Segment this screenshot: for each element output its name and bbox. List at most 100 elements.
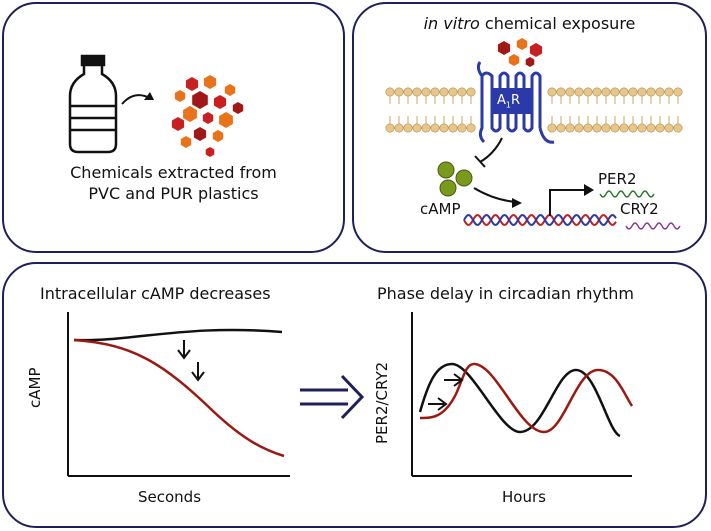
plastic-bottle-icon (68, 54, 118, 154)
lipid-head-shape (421, 87, 431, 97)
lipid-head-shape (583, 87, 593, 97)
chemical-hexagons-icon (171, 75, 244, 157)
results-panel: Intracellular cAMP decreases Phase delay… (2, 262, 707, 528)
lipid-head-shape (574, 87, 584, 97)
right-plot-axes (411, 312, 632, 477)
lipid-head-shape (592, 123, 602, 133)
caption-line-2: PVC and PUR plastics (88, 184, 259, 203)
transcription-arrow (549, 189, 586, 216)
hexagon-shape (529, 43, 543, 57)
camp-to-dna-arrow (473, 187, 517, 203)
left-plot-title: Intracellular cAMP decreases (40, 284, 271, 303)
lipid-head-shape (565, 87, 575, 97)
lipid-head-shape (457, 87, 467, 97)
lipid-head-shape (583, 123, 593, 133)
lipid-head-shape (394, 87, 404, 97)
right-plot-xlabel: Hours (502, 488, 546, 506)
cry2-mrna-wave (625, 222, 681, 230)
dna-strand (463, 214, 617, 226)
hexagon-shape (219, 112, 233, 128)
cell-membrane (385, 87, 683, 133)
extraction-illustration (68, 54, 244, 157)
hexagon-shape (213, 95, 227, 109)
inhibition-bar (474, 155, 486, 168)
hexagon-shape (192, 91, 208, 109)
control-rhythm-curve (418, 362, 621, 438)
lipid-head-shape (673, 87, 683, 97)
lipid-head-shape (412, 123, 422, 133)
lipid-head-shape (439, 87, 449, 97)
camp-label: cAMP (420, 200, 461, 218)
lipid-head-shape (610, 123, 620, 133)
hexagon-shape (185, 77, 199, 91)
control-camp-curve (73, 328, 283, 342)
lipid-head-shape (385, 87, 395, 97)
dna-strand (463, 214, 617, 226)
lipid-head-shape (547, 87, 557, 97)
hexagon-shape (180, 136, 192, 148)
left-plot-xlabel: Seconds (138, 488, 202, 506)
lipid-head-shape (655, 123, 665, 133)
lipid-head-shape (448, 123, 458, 133)
lipid-head-shape (673, 123, 683, 133)
lipid-head-shape (664, 123, 674, 133)
down-arrow-icon (177, 340, 205, 382)
lipid-head-shape (628, 87, 638, 97)
lipid-head-shape (439, 123, 449, 133)
hexagon-shape (203, 75, 217, 89)
lipid-head-shape (637, 87, 647, 97)
invitro-illustration (385, 38, 683, 230)
lipid-head-shape (664, 87, 674, 97)
lipid-head-shape (421, 123, 431, 133)
cry2-label: CRY2 (620, 200, 659, 218)
invitro-title-italic: in vitro (423, 14, 480, 33)
results-plots (67, 312, 634, 477)
hexagon-shape (516, 38, 528, 50)
lipid-head-shape (430, 87, 440, 97)
per2-label: PER2 (598, 170, 637, 188)
lipid-head-shape (547, 123, 557, 133)
transition-arrow-icon (300, 374, 365, 420)
left-plot-ylabel: cAMP (26, 367, 44, 409)
camp-molecules-icon (437, 161, 473, 197)
lipid-head-shape (601, 123, 611, 133)
lipid-head-shape (610, 87, 620, 97)
lipid-head-shape (637, 123, 647, 133)
hexagon-shape (205, 147, 215, 157)
mrna-waves (599, 190, 681, 230)
a1-receptor-icon (476, 61, 555, 144)
lipid-head-shape (412, 87, 422, 97)
lipid-head-shape (430, 123, 440, 133)
invitro-panel: in vitro chemical exposure (352, 2, 707, 253)
hexagon-shape (174, 90, 186, 102)
lipid-head-shape (628, 123, 638, 133)
hexagon-shape (224, 84, 236, 96)
lipid-head-shape (574, 123, 584, 133)
treated-rhythm-curve (419, 362, 634, 434)
hexagon-shape (508, 54, 520, 66)
inhibition-line (479, 137, 503, 163)
lipid-head-shape (601, 87, 611, 97)
invitro-title-rest: chemical exposure (479, 14, 636, 33)
lipid-head-shape (646, 123, 656, 133)
lipid-head-shape (403, 123, 413, 133)
lipid-head-shape (646, 87, 656, 97)
lipid-head-shape (466, 123, 476, 133)
extraction-panel: Chemicals extracted from PVC and PUR pla… (2, 2, 345, 253)
lipid-head-shape (556, 87, 566, 97)
lipid-head-shape (556, 123, 566, 133)
hexagon-shape (202, 112, 214, 124)
phase-shift-arrow-icon (428, 373, 464, 411)
hexagon-shape (171, 117, 185, 131)
lipid-head-shape (565, 123, 575, 133)
chemical-hexagons-icon (497, 38, 543, 67)
treated-camp-curve (73, 338, 285, 458)
arrow-head-icon (584, 184, 594, 196)
lipid-head-shape (403, 87, 413, 97)
lipid-head-shape (619, 87, 629, 97)
lipid-head-shape (385, 123, 395, 133)
right-plot-ylabel: PER2/CRY2 (373, 361, 391, 444)
caption-line-1: Chemicals extracted from (70, 163, 277, 182)
arrow-head-icon (512, 198, 522, 208)
right-plot-title: Phase delay in circadian rhythm (377, 284, 634, 303)
